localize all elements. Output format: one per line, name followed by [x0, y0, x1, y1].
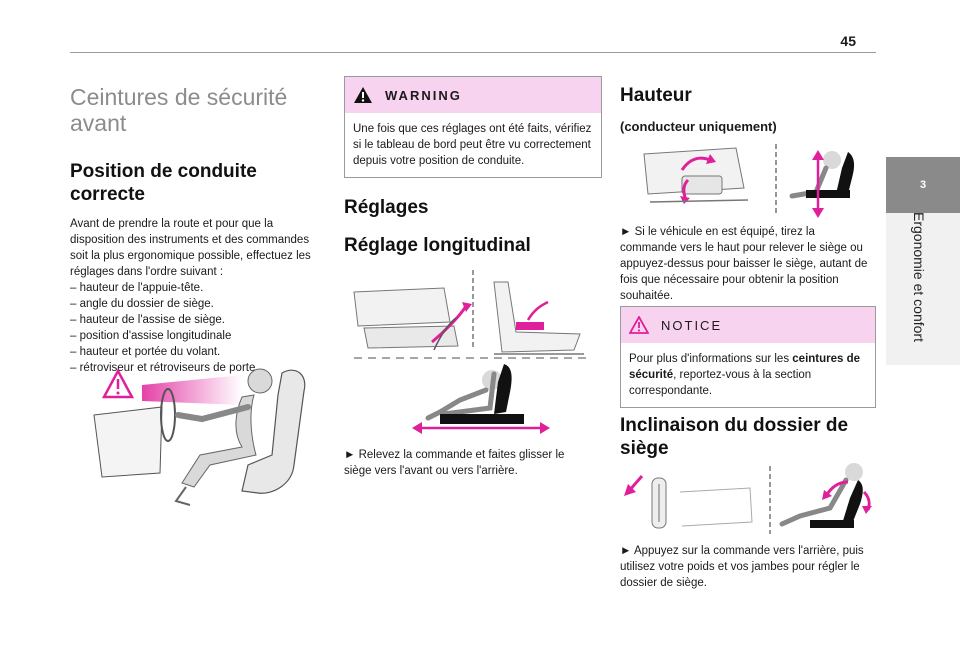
- driving-position-intro: Avant de prendre la route et pour que la…: [70, 218, 311, 278]
- list-item: – angle du dossier de siège.: [70, 298, 214, 310]
- notice-link-text[interactable]: ceintures de sécurité: [629, 353, 861, 381]
- notice-box: NOTICE Pour plus d'informations sur les …: [620, 306, 876, 408]
- chapter-title: Ergonomie et confort: [911, 212, 927, 342]
- recline-instruction: ► Appuyez sur la commande vers l'arrière…: [620, 545, 864, 589]
- list-item: – hauteur de l'appuie-tête.: [70, 282, 204, 294]
- height-adjust-illustration: [643, 144, 855, 218]
- seat-slide-diagram: [412, 364, 550, 434]
- warning-label: WARNING: [385, 87, 462, 103]
- driver-head: [247, 368, 273, 394]
- page-number: 45: [840, 33, 856, 49]
- pedals: [174, 486, 191, 506]
- height-side-diagram: [789, 150, 855, 218]
- settings-heading: Réglages: [344, 197, 429, 218]
- notice-label: NOTICE: [661, 317, 723, 333]
- warning-text: Une fois que ces réglages ont été faits,…: [353, 123, 592, 167]
- seat: [241, 369, 306, 494]
- driving-position-heading: Position de conduite correcte: [70, 161, 257, 205]
- list-item: – hauteur et portée du volant.: [70, 346, 221, 358]
- warning-header: WARNING: [345, 77, 601, 113]
- column-1: Ceintures de sécurité avant Position de …: [70, 84, 320, 376]
- height-lever-detail: [643, 147, 749, 204]
- seat-side-view: [493, 281, 584, 355]
- column-2: WARNING Une fois que ces réglages ont ét…: [344, 76, 602, 257]
- notice-text-before: Pour plus d'informations sur les: [629, 353, 793, 365]
- height-instruction: ► Si le véhicule en est équipé, tirez la…: [620, 226, 868, 302]
- notice-warning-icon: [629, 316, 649, 334]
- notice-text-after: , reportez-vous à la section corresponda…: [629, 369, 812, 397]
- header-rule: [70, 52, 876, 53]
- sightline-beam: [142, 375, 242, 405]
- longitudinal-instruction: ► Relevez la commande et faites glisser …: [344, 449, 565, 477]
- seat-lever-detail: [353, 287, 472, 351]
- driver-arm: [175, 404, 251, 423]
- height-heading: Hauteur: [620, 85, 692, 106]
- column-3: Hauteur (conducteur uniquement): [620, 84, 876, 134]
- dashboard: [93, 406, 163, 478]
- driving-position-illustration: [93, 368, 306, 506]
- chapter-side-panel: [886, 213, 960, 365]
- warning-box: WARNING Une fois que ces réglages ont ét…: [344, 76, 602, 178]
- recline-heading: Inclinaison du dossier de siège: [620, 415, 849, 459]
- warning-icon: [354, 87, 372, 103]
- height-subheading: (conducteur uniquement): [620, 119, 777, 134]
- recline-lever-detail: [624, 475, 753, 529]
- warning-triangle-icon: [101, 368, 135, 399]
- chapter-tab[interactable]: 3: [886, 157, 960, 213]
- section-title: Ceintures de sécurité avant: [70, 84, 288, 136]
- recline-adjust-illustration: [624, 463, 872, 534]
- notice-header: NOTICE: [621, 307, 875, 343]
- list-item: – position d'assise longitudinale: [70, 330, 232, 342]
- list-item: – hauteur de l'assise de siège.: [70, 314, 225, 326]
- longitudinal-heading: Réglage longitudinal: [344, 235, 531, 256]
- notice-text: Pour plus d'informations sur les ceintur…: [621, 343, 875, 407]
- longitudinal-adjust-illustration: [353, 270, 592, 434]
- recline-side-diagram: [779, 463, 872, 528]
